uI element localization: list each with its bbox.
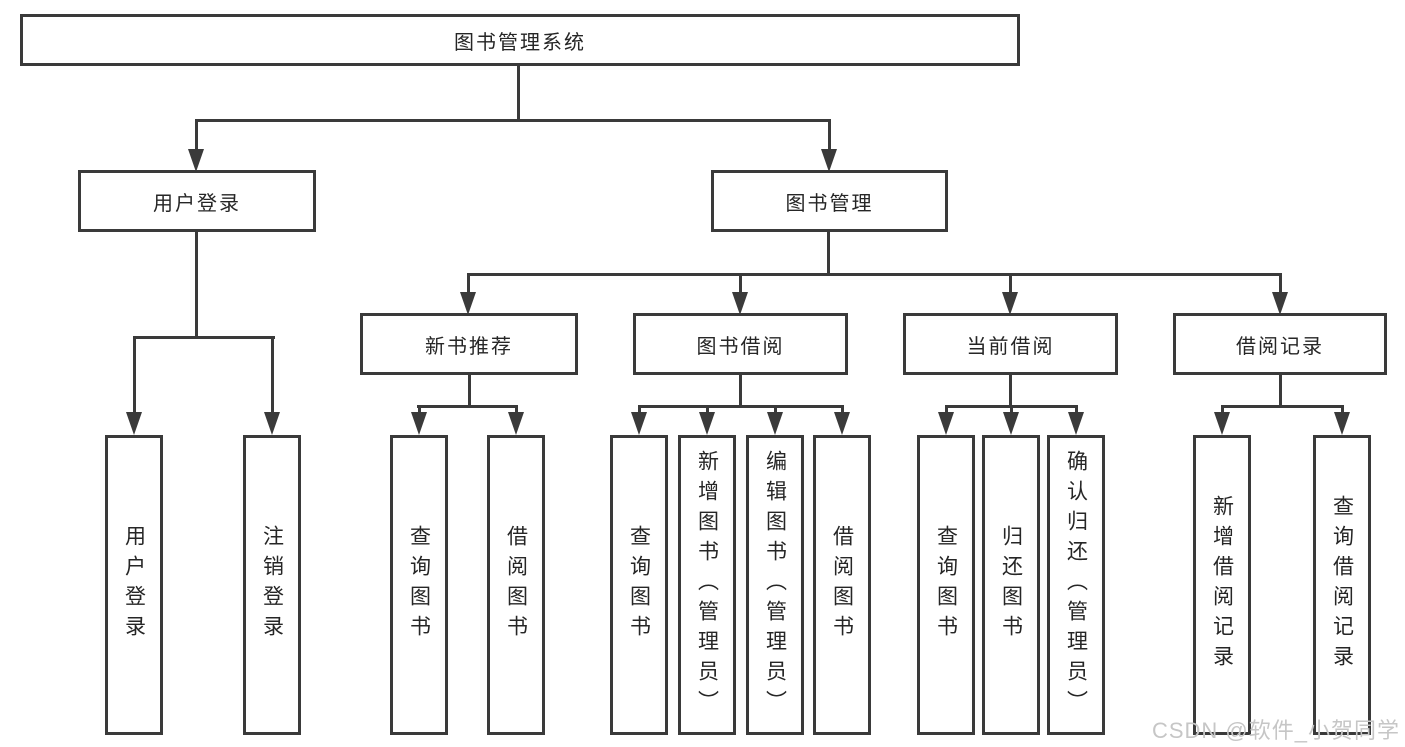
arrowhead-icon (188, 149, 204, 172)
leaf-logout: 注销登录 (243, 435, 301, 735)
node-new-book-recommendation: 新书推荐 (360, 313, 578, 375)
line (517, 66, 520, 122)
node-label: 注销登录 (260, 525, 284, 645)
leaf-add-books-admin: 新增图书（管理员） (678, 435, 736, 735)
line (468, 375, 471, 408)
line (1009, 375, 1012, 408)
arrowhead-icon (732, 292, 748, 315)
line (1279, 273, 1282, 298)
leaf-borrow-books-recommend: 借阅图书 (487, 435, 545, 735)
line (133, 336, 275, 339)
arrowhead-icon (834, 412, 850, 435)
leaf-add-borrow-record: 新增借阅记录 (1193, 435, 1251, 735)
line (638, 405, 641, 417)
node-label: 当前借阅 (966, 335, 1055, 358)
line (1279, 375, 1282, 408)
node-book-management: 图书管理 (711, 170, 948, 232)
node-label: 借阅图书 (504, 525, 528, 645)
arrowhead-icon (1068, 412, 1084, 435)
node-label: 图书借阅 (696, 335, 785, 358)
arrowhead-icon (938, 412, 954, 435)
leaf-return-books: 归还图书 (982, 435, 1040, 735)
leaf-borrow-books: 借阅图书 (813, 435, 871, 735)
line (467, 273, 1282, 276)
csdn-watermark: CSDN @软件_小贺同学 (1151, 718, 1400, 743)
arrowhead-icon (631, 412, 647, 435)
node-borrowing-records: 借阅记录 (1173, 313, 1387, 375)
line (638, 405, 844, 408)
line (1221, 405, 1224, 417)
line (195, 119, 831, 122)
line (827, 232, 830, 276)
node-label: 新增借阅记录 (1210, 495, 1234, 675)
line (271, 336, 274, 416)
arrowhead-icon (411, 412, 427, 435)
leaf-query-books-borrowing: 查询图书 (610, 435, 668, 735)
node-label: 新增图书（管理员） (695, 450, 719, 720)
line (1075, 405, 1078, 417)
line (841, 405, 844, 417)
node-label: 查询图书 (627, 525, 651, 645)
line (467, 273, 470, 298)
line (1221, 405, 1343, 408)
node-book-borrowing: 图书借阅 (633, 313, 848, 375)
line (739, 375, 742, 408)
arrowhead-icon (264, 412, 280, 435)
line (706, 405, 709, 417)
node-label: 借阅图书 (830, 525, 854, 645)
arrowhead-icon (460, 292, 476, 315)
line (774, 405, 777, 417)
node-label: 借阅记录 (1236, 335, 1324, 358)
leaf-confirm-return-admin: 确认归还（管理员） (1047, 435, 1105, 735)
node-label: 新书推荐 (425, 335, 513, 358)
node-library-management-system: 图书管理系统 (20, 14, 1020, 66)
line (1341, 405, 1344, 417)
leaf-query-borrow-record: 查询借阅记录 (1313, 435, 1371, 735)
node-label: 图书管理 (785, 192, 874, 215)
arrowhead-icon (126, 412, 142, 435)
line (195, 232, 198, 339)
line (1009, 273, 1012, 298)
node-label: 图书管理系统 (454, 31, 586, 54)
line (417, 405, 518, 408)
arrowhead-icon (1003, 412, 1019, 435)
leaf-query-books-current: 查询图书 (917, 435, 975, 735)
line (739, 273, 742, 298)
node-label: 编辑图书（管理员） (763, 450, 787, 720)
line (133, 336, 136, 416)
leaf-query-books-recommend: 查询图书 (390, 435, 448, 735)
arrowhead-icon (1334, 412, 1350, 435)
line (195, 119, 198, 152)
line (418, 405, 421, 417)
node-user-login: 用户登录 (78, 170, 316, 232)
node-label: 确认归还（管理员） (1064, 450, 1088, 720)
arrowhead-icon (1272, 292, 1288, 315)
line (515, 405, 518, 417)
line (945, 405, 948, 417)
arrowhead-icon (767, 412, 783, 435)
arrowhead-icon (508, 412, 524, 435)
arrowhead-icon (1214, 412, 1230, 435)
node-label: 查询图书 (407, 525, 431, 645)
leaf-edit-books-admin: 编辑图书（管理员） (746, 435, 804, 735)
leaf-user-login: 用户登录 (105, 435, 163, 735)
node-label: 查询借阅记录 (1330, 495, 1354, 675)
node-label: 归还图书 (999, 525, 1023, 645)
node-current-borrowing: 当前借阅 (903, 313, 1118, 375)
arrowhead-icon (1002, 292, 1018, 315)
line (1010, 405, 1013, 417)
arrowhead-icon (821, 149, 837, 172)
node-label: 用户登录 (153, 192, 241, 215)
node-label: 用户登录 (122, 525, 146, 645)
line (828, 119, 831, 152)
node-label: 查询图书 (934, 525, 958, 645)
arrowhead-icon (699, 412, 715, 435)
